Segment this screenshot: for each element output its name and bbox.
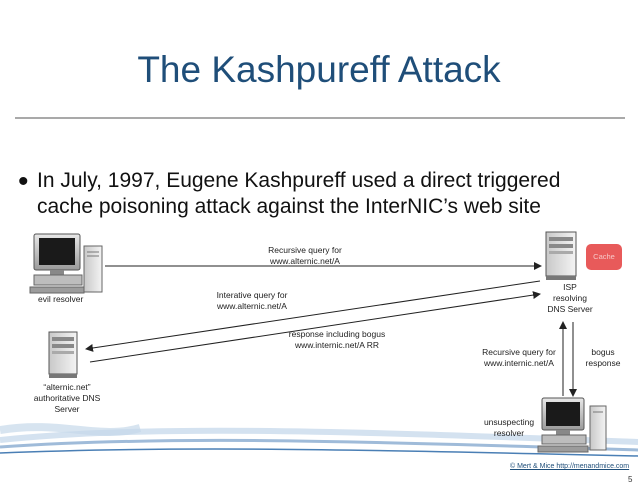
recursive-query-internic-label: Recursive query for www.internic.net/A [474, 347, 564, 369]
recursive-query-label-line-1: Recursive query for [268, 245, 342, 255]
recursive-query-label-line-2: www.alternic.net/A [270, 256, 340, 266]
recursive-query-internic-label-line-2: www.internic.net/A [484, 358, 554, 368]
iterative-query-arrow [85, 280, 541, 352]
bullet-text-line-1: In July, 1997, Eugene Kashpureff used a … [37, 169, 561, 192]
bogus-response-side-label: bogus response [578, 347, 628, 369]
isp-server-label-line-1: ISP [563, 282, 577, 292]
bullet-icon: • [18, 165, 29, 198]
alternic-server-label: “alternic.net” authoritative DNS Server [22, 382, 112, 415]
slide-title: The Kashpureff Attack [137, 49, 501, 90]
unsuspecting-resolver-label: unsuspecting resolver [474, 417, 544, 439]
unsuspecting-resolver-label-line-1: unsuspecting [483, 417, 535, 427]
cache-label: Cache [593, 252, 615, 261]
footer-credit-link[interactable]: © Mert & Mice http://menandmice.com [510, 463, 630, 470]
iterative-query-label: Interative query for www.alternic.net/A [204, 290, 300, 312]
isp-dns-server-icon [545, 231, 577, 280]
alternic-server-icon [48, 331, 78, 378]
bogus-response-arrow [89, 291, 541, 363]
isp-server-label-line-3: DNS Server [547, 304, 593, 314]
bogus-response-side-label-line-2: response [585, 358, 621, 368]
iterative-query-label-line-2: www.alternic.net/A [217, 301, 287, 311]
bogus-response-side-label-line-1: bogus [591, 347, 615, 357]
unsuspecting-resolver-label-line-2: resolver [493, 428, 525, 438]
cache-box [586, 244, 622, 270]
bogus-response-label-line-1: response including bogus [288, 329, 386, 339]
evil-resolver-computer-icon [29, 233, 103, 294]
iterative-query-label-line-1: Interative query for [216, 290, 288, 300]
bullet-text-line-2: cache poisoning attack against the Inter… [37, 195, 541, 218]
unsuspecting-resolver-computer-icon [537, 397, 607, 453]
isp-server-label-line-2: resolving [552, 293, 588, 303]
alternic-server-label-line-1: “alternic.net” [43, 382, 91, 392]
bogus-response-label-line-2: www.internic.net/A RR [294, 340, 380, 350]
bogus-response-label: response including bogus www.internic.ne… [272, 329, 402, 351]
alternic-server-label-line-2: authoritative DNS [33, 393, 101, 403]
title-divider [15, 117, 625, 119]
footer-wave-decoration [0, 423, 638, 457]
isp-server-label: ISP resolving DNS Server [535, 282, 605, 315]
alternic-server-label-line-3: Server [54, 404, 80, 414]
evil-resolver-label: evil resolver [38, 294, 84, 304]
recursive-query-internic-label-line-1: Recursive query for [482, 347, 556, 357]
recursive-query-label: Recursive query for www.alternic.net/A [255, 245, 355, 267]
page-number: 5 [628, 475, 633, 484]
